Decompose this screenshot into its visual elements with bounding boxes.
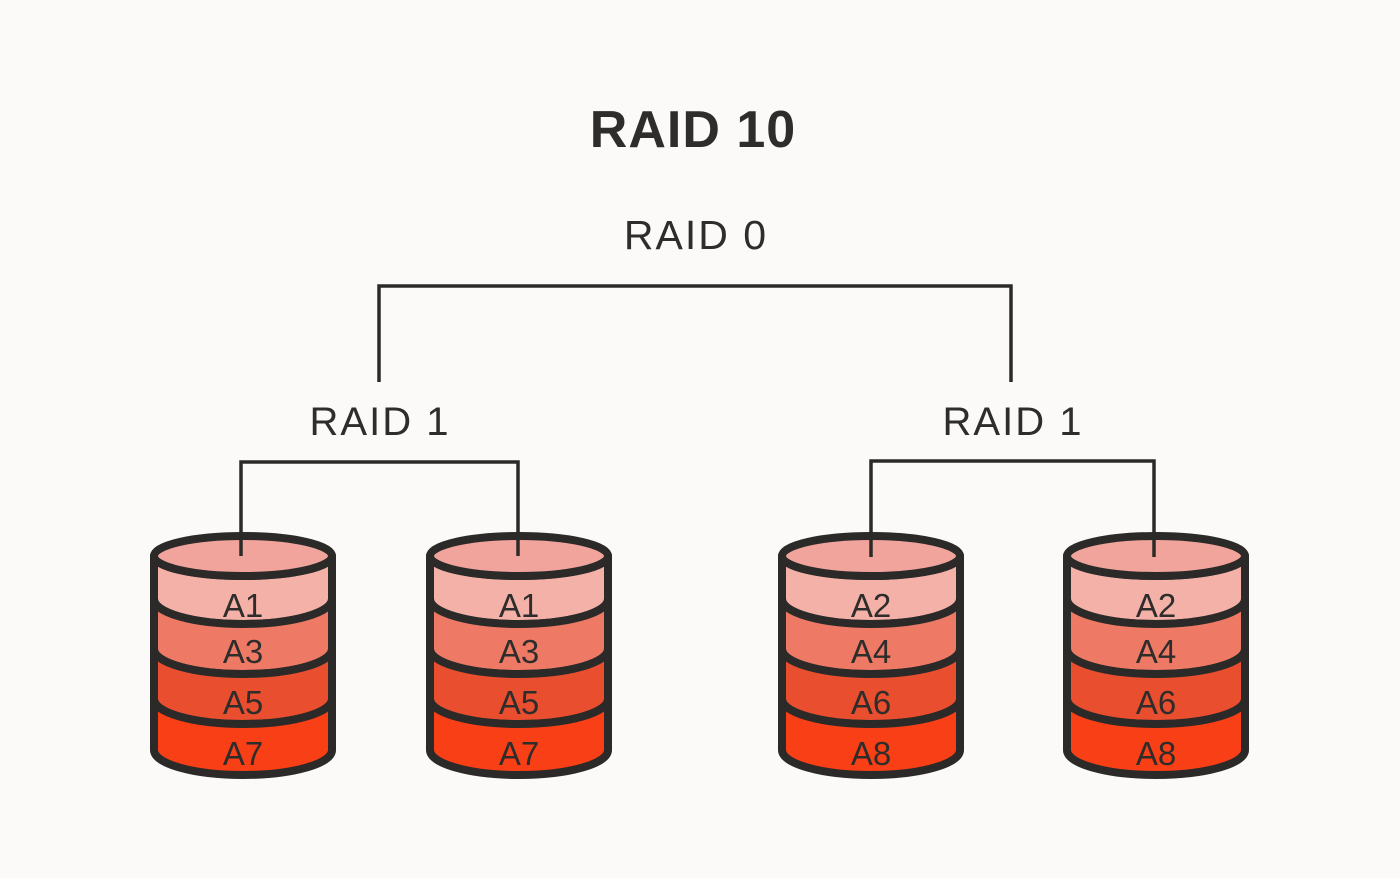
disk-top-ellipse — [150, 532, 336, 580]
disk-2: A1 A3 A5 A7 — [421, 528, 617, 784]
segment-a8 — [1063, 695, 1249, 779]
disk-block-label: A5 — [499, 684, 539, 721]
segment-a7 — [426, 695, 612, 779]
disk-block-label: A6 — [1136, 684, 1176, 721]
disk-block-label: A3 — [223, 633, 263, 670]
disk-top-ellipse — [426, 532, 612, 580]
disk-block-label: A7 — [499, 735, 539, 772]
disk-4: A2 A4 A6 A8 — [1058, 528, 1254, 784]
disk-top-ellipse — [1063, 532, 1249, 580]
disk-block-label: A1 — [223, 587, 263, 624]
disk-block-label: A8 — [851, 735, 891, 772]
disk-block-label: A8 — [1136, 735, 1176, 772]
disk-1: A1 A3 A5 A7 — [145, 528, 341, 784]
disk-block-label: A2 — [851, 587, 891, 624]
diagram-title: RAID 10 — [589, 101, 797, 159]
disk-2-cylinder: A1 A3 A5 A7 — [426, 532, 612, 779]
disk-block-label: A7 — [223, 735, 263, 772]
disk-block-label: A3 — [499, 633, 539, 670]
disk-1-cylinder: A1 A3 A5 A7 — [150, 532, 336, 779]
disk-block-label: A1 — [499, 587, 539, 624]
raid1-left-node-label: RAID 1 — [309, 400, 451, 444]
disk-block-label: A5 — [223, 684, 263, 721]
segment-a8 — [778, 695, 964, 779]
disk-top-ellipse — [778, 532, 964, 580]
disk-3: A2 A4 A6 A8 — [773, 528, 969, 784]
disk-block-label: A4 — [851, 633, 891, 670]
raid1-right-node-label: RAID 1 — [942, 400, 1084, 444]
disk-block-label: A2 — [1136, 587, 1176, 624]
segment-a7 — [150, 695, 336, 779]
disk-block-label: A6 — [851, 684, 891, 721]
disk-block-label: A4 — [1136, 633, 1176, 670]
raid0-bracket — [377, 284, 1013, 382]
disk-3-cylinder: A2 A4 A6 A8 — [778, 532, 964, 779]
raid0-node-label: RAID 0 — [623, 212, 769, 258]
disk-4-cylinder: A2 A4 A6 A8 — [1063, 532, 1249, 779]
